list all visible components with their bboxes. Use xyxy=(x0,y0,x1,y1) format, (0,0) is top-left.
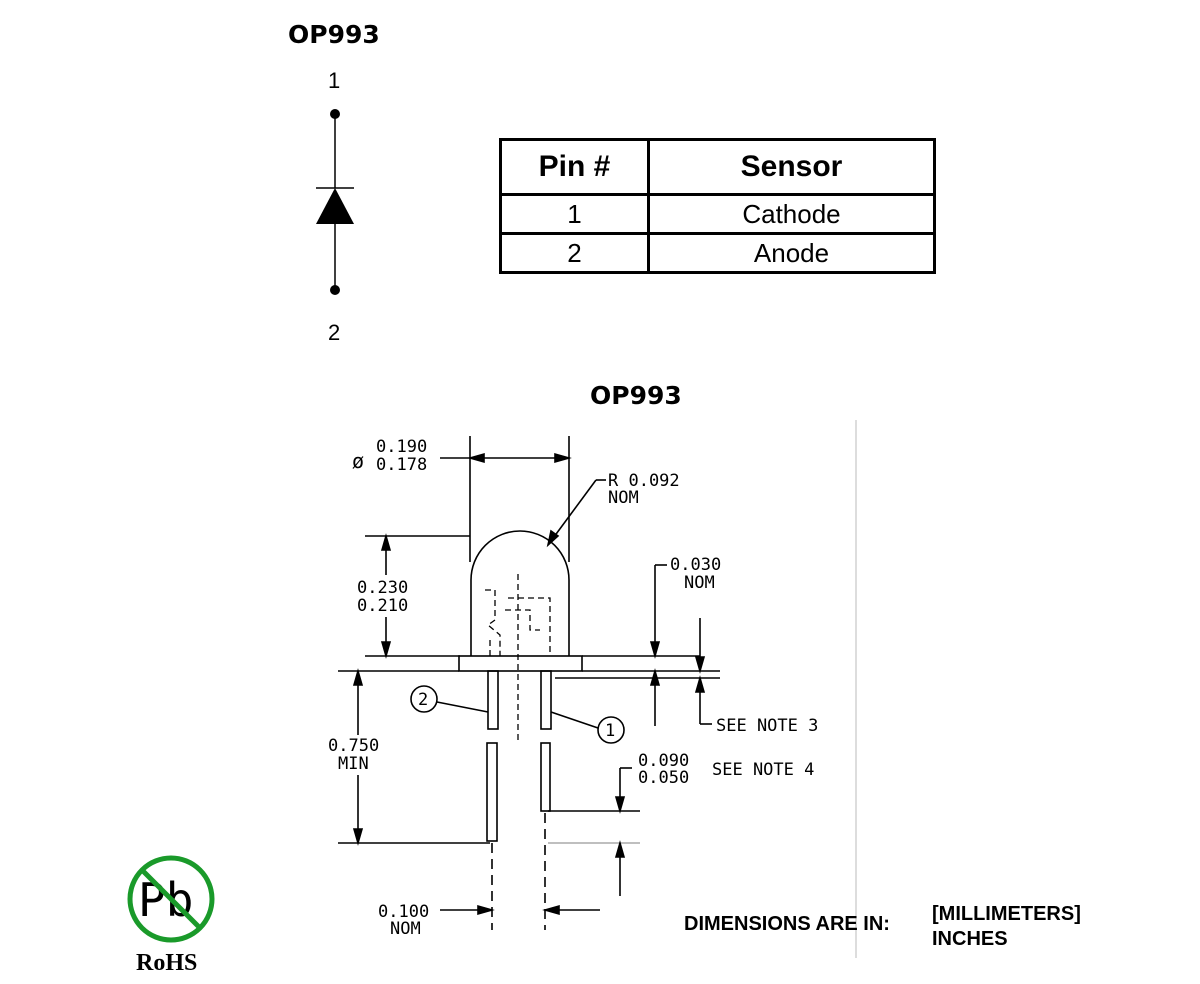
dim-diameter-min: 0.178 xyxy=(376,455,427,475)
pin-table-header-row: Pin # Sensor xyxy=(499,138,936,196)
dim-diameter-max: 0.190 xyxy=(376,437,427,457)
dimensions-label: DIMENSIONS ARE IN: xyxy=(684,913,890,935)
svg-text:Pb: Pb xyxy=(138,873,193,927)
schematic-pin-1-label: 1 xyxy=(328,68,341,93)
dim-lead-a: 0.090 xyxy=(638,751,689,771)
unit-millimeters: [MILLIMETERS] xyxy=(932,903,1081,925)
lead-1-lower xyxy=(540,742,551,812)
dim-radius-nom: NOM xyxy=(608,488,639,508)
note-4-label: SEE NOTE 4 xyxy=(712,760,814,780)
table-row: 2 Anode xyxy=(499,232,936,274)
dim-flange-nom: NOM xyxy=(684,573,715,593)
schematic-pin-2-label: 2 xyxy=(328,320,341,345)
lens-dome xyxy=(470,530,570,656)
sensor-column-header: Sensor xyxy=(647,138,936,196)
lead-2-upper xyxy=(487,670,499,730)
table-row: 1 Cathode xyxy=(499,193,936,235)
rohs-label: RoHS xyxy=(136,950,198,976)
diode-triangle xyxy=(316,188,354,224)
drawing-title: OP993 xyxy=(590,381,682,410)
dim-lead-length-min: MIN xyxy=(338,754,369,774)
callout-pin-1-label: 1 xyxy=(605,721,615,741)
callout-pin-2-circle xyxy=(410,685,438,713)
pin-table: Pin # Sensor 1 Cathode 2 Anode xyxy=(499,138,936,274)
dim-height-min: 0.210 xyxy=(357,596,408,616)
note-3-label: SEE NOTE 3 xyxy=(716,716,818,736)
dim-height-max: 0.230 xyxy=(357,578,408,598)
dim-spacing-nom: NOM xyxy=(390,919,421,939)
pin-cell: 1 xyxy=(499,193,650,235)
callout-pin-1-circle xyxy=(597,716,625,744)
function-cell: Cathode xyxy=(647,193,936,235)
schematic-part-title: OP993 xyxy=(288,20,380,49)
function-cell: Anode xyxy=(647,232,936,274)
lead-1-upper xyxy=(540,670,552,730)
dim-flange: 0.030 xyxy=(670,555,721,575)
pin-column-header: Pin # xyxy=(499,138,650,196)
flange xyxy=(458,655,583,672)
callout-pin-2-label: 2 xyxy=(418,690,428,710)
pin-2-dot xyxy=(330,285,340,295)
dim-lead-length: 0.750 xyxy=(328,736,379,756)
dim-spacing: 0.100 xyxy=(378,902,429,922)
lead-2-lower xyxy=(486,742,498,842)
pin-cell: 2 xyxy=(499,232,650,274)
rohs-lead-free-icon: Pb xyxy=(127,855,215,943)
photodiode-symbol xyxy=(316,109,354,295)
diameter-symbol: ø xyxy=(352,449,364,473)
unit-inches: INCHES xyxy=(932,928,1008,950)
dim-lead-b: 0.050 xyxy=(638,768,689,788)
dim-radius: R 0.092 xyxy=(608,471,680,491)
